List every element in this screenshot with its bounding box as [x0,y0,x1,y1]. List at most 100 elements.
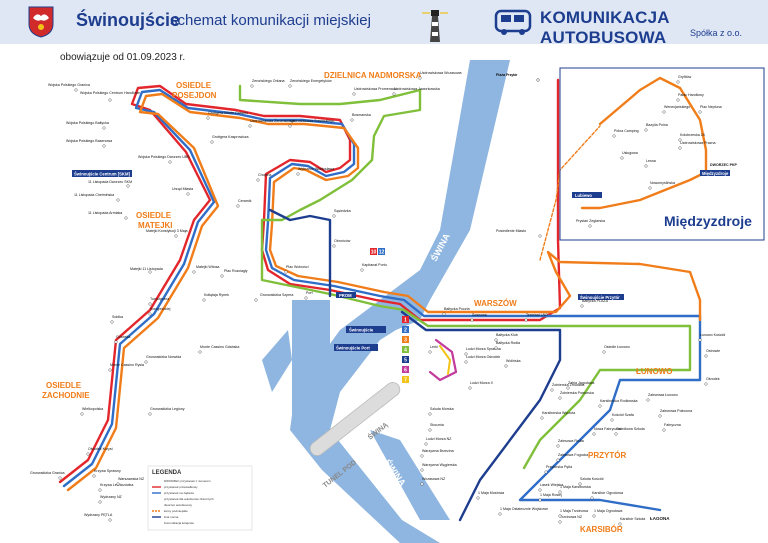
stop-marker[interactable] [304,296,308,300]
stop-marker[interactable] [332,244,336,248]
stop-marker[interactable] [174,234,178,238]
line-badge[interactable] [402,366,409,373]
stop-marker[interactable] [108,368,112,372]
stop-marker[interactable] [620,156,624,160]
stop-marker[interactable] [504,364,508,368]
stop-marker[interactable] [108,98,112,102]
stop-marker[interactable] [598,404,602,408]
stop-marker[interactable] [210,140,214,144]
stop-marker[interactable] [464,360,468,364]
stop-marker[interactable] [524,318,528,322]
stop-marker[interactable] [442,312,446,316]
stop-marker[interactable] [698,338,702,342]
line-badge[interactable] [378,248,385,255]
stop-marker[interactable] [98,500,102,504]
stop-marker[interactable] [236,204,240,208]
stop-marker[interactable] [202,298,206,302]
stop-marker[interactable] [144,360,148,364]
stop-marker[interactable] [698,110,702,114]
stop-marker[interactable] [610,418,614,422]
stop-marker[interactable] [148,302,152,306]
stop-marker[interactable] [704,382,708,386]
stop-marker[interactable] [550,388,554,392]
line-badge[interactable] [402,376,409,383]
stop-marker[interactable] [428,412,432,416]
stop-marker[interactable] [644,128,648,132]
stop-marker[interactable] [580,304,584,308]
stop-marker[interactable] [80,412,84,416]
stop-marker[interactable] [558,396,562,400]
stop-marker[interactable] [538,234,542,238]
stop-marker[interactable] [662,110,666,114]
line-badge[interactable] [402,336,409,343]
stop-marker[interactable] [498,512,502,516]
stop-marker[interactable] [538,488,542,492]
stop-marker[interactable] [360,268,364,272]
stop-marker[interactable] [558,514,562,518]
stop-marker[interactable] [658,414,662,418]
stop-marker[interactable] [296,172,300,176]
stop-marker[interactable] [704,354,708,358]
stop-marker[interactable] [558,520,562,524]
stop-marker[interactable] [110,320,114,324]
stop-marker[interactable] [148,412,152,416]
stop-marker[interactable] [676,80,680,84]
stop-marker[interactable] [592,514,596,518]
stop-marker[interactable] [536,78,540,82]
stop-marker[interactable] [578,482,582,486]
stop-marker[interactable] [544,470,548,474]
stop-marker[interactable] [566,386,570,390]
stop-marker[interactable] [98,488,102,492]
stop-marker[interactable] [284,270,288,274]
stop-marker[interactable] [662,428,666,432]
stop-marker[interactable] [420,482,424,486]
stop-marker[interactable] [494,346,498,350]
stop-marker[interactable] [74,88,78,92]
stop-marker[interactable] [558,490,562,494]
stop-marker[interactable] [428,428,432,432]
stop-marker[interactable] [464,352,468,356]
stop-marker[interactable] [86,452,90,456]
stop-marker[interactable] [428,350,432,354]
stop-marker[interactable] [108,518,112,522]
stop-marker[interactable] [116,482,120,486]
stop-marker[interactable] [590,496,594,500]
stop-marker[interactable] [556,444,560,448]
stop-marker[interactable] [206,116,210,120]
stop-marker[interactable] [186,192,190,196]
stop-marker[interactable] [288,124,292,128]
stop-marker[interactable] [418,76,422,80]
stop-marker[interactable] [250,84,254,88]
line-badge[interactable] [402,316,409,323]
stop-marker[interactable] [470,318,474,322]
stop-marker[interactable] [256,178,260,182]
stop-marker[interactable] [58,476,62,480]
stop-marker[interactable] [102,144,106,148]
stop-marker[interactable] [352,92,356,96]
stop-marker[interactable] [540,416,544,420]
stop-marker[interactable] [124,216,128,220]
stop-marker[interactable] [648,186,652,190]
stop-marker[interactable] [644,164,648,168]
stop-marker[interactable] [678,138,682,142]
stop-marker[interactable] [468,386,472,390]
stop-marker[interactable] [678,146,682,150]
stop-marker[interactable] [676,98,680,102]
stop-marker[interactable] [288,84,292,88]
stop-marker[interactable] [126,184,130,188]
stop-marker[interactable] [646,398,650,402]
stop-marker[interactable] [114,340,118,344]
stop-marker[interactable] [476,496,480,500]
stop-marker[interactable] [420,454,424,458]
stop-marker[interactable] [168,160,172,164]
stop-marker[interactable] [116,198,120,202]
stop-marker[interactable] [92,474,96,478]
stop-marker[interactable] [332,214,336,218]
stop-marker[interactable] [588,224,592,228]
stop-marker[interactable] [556,458,560,462]
stop-marker[interactable] [618,522,622,526]
stop-marker[interactable] [148,270,152,274]
stop-marker[interactable] [612,134,616,138]
line-badge[interactable] [402,346,409,353]
stop-marker[interactable] [424,442,428,446]
